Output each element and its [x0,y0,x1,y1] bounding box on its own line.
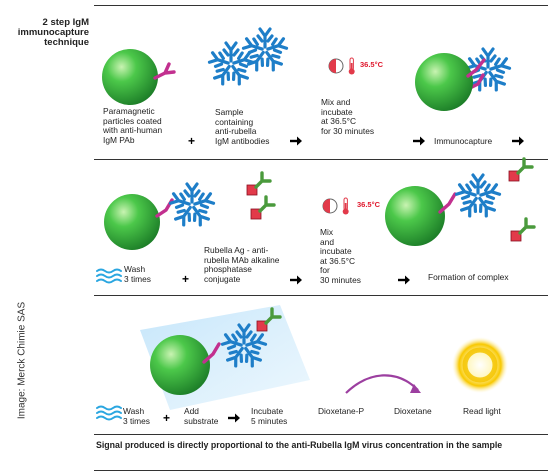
plus-operator: + [188,134,196,148]
arrow-icon [510,135,526,147]
page-title: 2 step IgM immunocapture technique [17,17,89,48]
reaction-arrowhead [410,384,421,393]
paramagnetic-bead [415,53,473,111]
step-label: Add substrate [184,406,219,426]
plus-operator: + [182,272,190,286]
step-label: Rubella Ag - anti- rubella MAb alkaline … [204,245,280,284]
conjugate [509,217,536,243]
divider-bottom [94,470,548,471]
step-label: Incubate 5 minutes [251,406,288,426]
wash-label: Wash 3 times [123,406,150,426]
arrow-icon [226,412,242,424]
incubation-icon [328,57,356,75]
anti-igm-pab [468,73,485,90]
step-label: Immunocapture [434,136,493,146]
arrow-icon [288,274,304,286]
temperature-value: 36.5°C [360,60,384,69]
temperature-value: 36.5°C [357,200,381,209]
incubation-icon [322,197,350,215]
wash-label: Wash 3 times [124,264,151,284]
reaction-arrow [345,374,419,394]
divider-top [94,5,548,6]
step-label: Mix and incubate at 36.5°C for 30 minute… [320,227,361,285]
conjugate [249,195,276,221]
arrow-icon [411,135,427,147]
igm-antibody [207,41,255,87]
wash-icon [96,405,122,421]
anti-igm-pab [466,58,486,78]
plus-operator: + [163,411,171,425]
divider-row1 [94,159,548,160]
igm-antibody [168,182,216,228]
paramagnetic-bead [104,194,160,250]
arrow-icon [288,135,304,147]
read-light-label: Read light [463,406,501,416]
conjugate [245,171,272,197]
divider-row2 [94,295,548,296]
igm-antibody [454,173,502,219]
arrow-icon [396,274,412,286]
anti-igm-pab [202,342,221,364]
substrate-label: Dioxetane-P [318,406,365,416]
divider-row3 [94,434,548,435]
wash-icon [96,268,122,284]
step-label: Sample containing anti-rubella IgM antib… [215,107,270,146]
anti-igm-pab [438,192,457,214]
conjugate [507,157,534,183]
paramagnetic-bead [150,335,210,395]
paramagnetic-bead [102,49,158,105]
anti-igm-pab [153,62,176,80]
product-label: Dioxetane [394,406,432,416]
light-emission [452,337,508,393]
step-label: Mix and incubate at 36.5°C for 30 minute… [321,97,375,136]
paramagnetic-bead [385,186,445,246]
step-label: Formation of complex [428,272,509,282]
step-label: Paramagnetic particles coated with anti-… [103,106,163,145]
footer-note: Signal produced is directly proportional… [96,440,503,450]
igm-antibody [241,27,289,73]
